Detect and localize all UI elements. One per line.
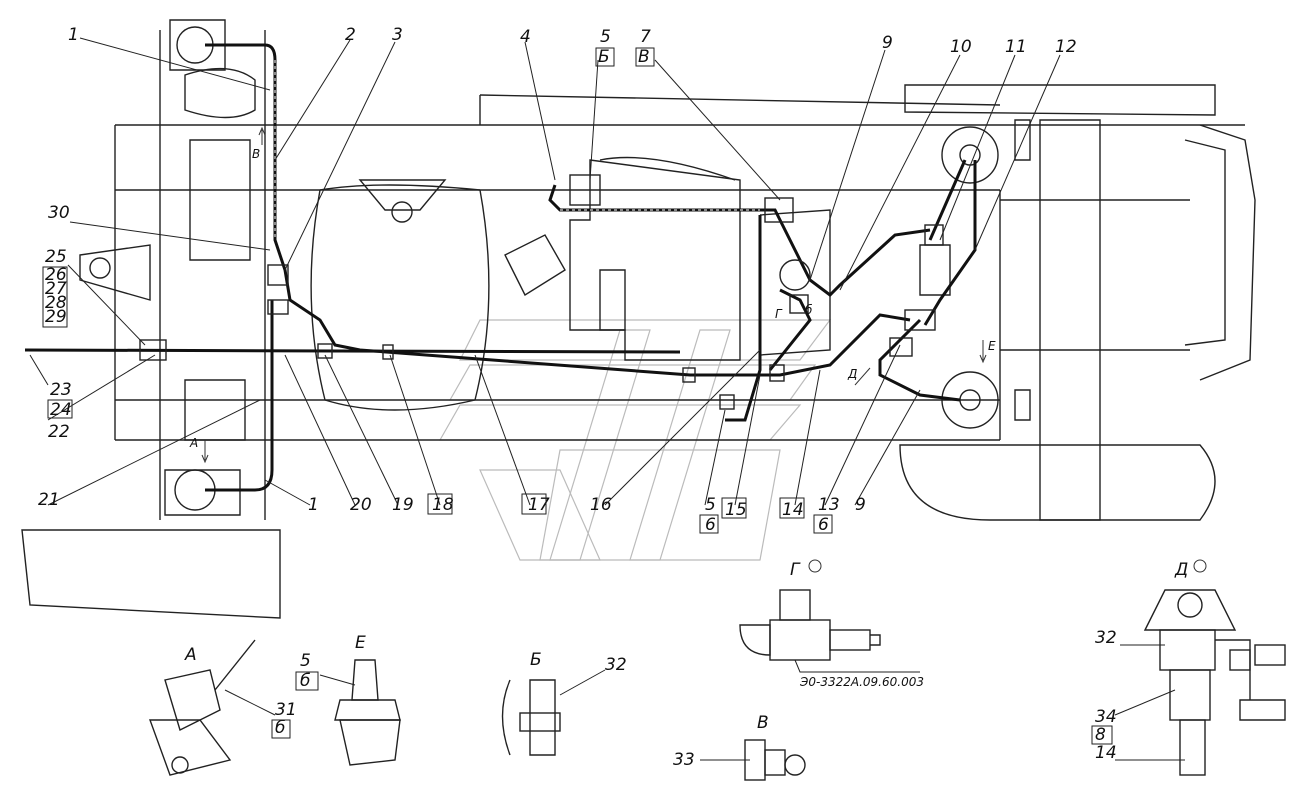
callout-9: 9	[882, 33, 893, 53]
callout-25: 25	[45, 247, 67, 267]
callout-14: 14	[782, 500, 804, 520]
callout-19: 19	[392, 495, 414, 515]
view-d-34: 34	[1095, 707, 1117, 727]
view-v: В 33	[673, 713, 806, 781]
callout-5: 5	[600, 27, 611, 47]
callout-22: 22	[48, 422, 70, 442]
brake-pipes	[24, 43, 977, 492]
marker-d: Д	[847, 367, 857, 381]
callout-6b: 6	[818, 515, 829, 535]
callout-30: 30	[48, 203, 70, 223]
callout-1: 1	[68, 25, 79, 45]
view-g: Г Э0-3322А.09.60.003	[739, 559, 924, 689]
rear-axle	[899, 84, 1216, 521]
marker-a: А	[189, 436, 198, 450]
callout-17: 17	[528, 495, 550, 515]
marker-v: В	[252, 147, 260, 161]
callouts: 1 2 3 4 5 Б 7 В 9 10 11 12 30 25 26 27 2…	[38, 25, 1077, 535]
callout-12: 12	[1055, 37, 1077, 57]
callout-24: 24	[50, 400, 72, 420]
callout-29: 29	[45, 307, 67, 327]
callout-23: 23	[50, 380, 72, 400]
engine-block	[504, 156, 831, 361]
view-d-14: 14	[1095, 743, 1117, 763]
view-e-5: 5	[300, 651, 311, 671]
callout-1b: 1	[308, 495, 319, 515]
callout-7-sub: В	[638, 47, 650, 67]
callout-2: 2	[345, 25, 356, 45]
view-b-title: Б	[530, 650, 542, 670]
view-e: Е 5 б	[295, 633, 401, 766]
callout-13: 13	[818, 495, 840, 515]
view-v-title: В	[757, 713, 769, 733]
marker-e: Е	[988, 339, 996, 353]
view-a-31: 31	[275, 700, 297, 720]
callout-26: 26	[45, 265, 67, 285]
view-g-title: Г	[790, 560, 801, 580]
front-axle	[21, 19, 281, 619]
view-a: А 31 б	[149, 639, 297, 776]
callout-18: 18	[432, 495, 454, 515]
view-e-6: б	[300, 671, 310, 691]
leader-lines	[29, 37, 1061, 506]
callout-28: 28	[45, 293, 67, 313]
view-g-partno: Э0-3322А.09.60.003	[799, 675, 924, 689]
marker-b6: б	[805, 303, 813, 317]
view-b: Б 32	[501, 650, 627, 756]
tank	[310, 179, 490, 411]
callout-27: 27	[45, 279, 67, 299]
view-b-32: 32	[605, 655, 627, 675]
view-a-title: А	[184, 645, 197, 665]
callout-9b: 9	[855, 495, 866, 515]
callout-6a: 6	[705, 515, 716, 535]
callout-4: 4	[520, 27, 531, 47]
view-e-title: Е	[355, 633, 366, 653]
marker-g: Г	[775, 307, 783, 321]
callout-10: 10	[950, 37, 972, 57]
callout-15: 15	[725, 500, 747, 520]
view-a-6: б	[275, 718, 285, 738]
callout-5-sub: Б	[598, 47, 610, 67]
callout-3: 3	[392, 25, 403, 45]
view-d-32: 32	[1095, 628, 1117, 648]
callout-7: 7	[640, 27, 651, 47]
view-d: Д 32 34 8 14	[1091, 559, 1286, 776]
view-d-title: Д	[1174, 560, 1188, 580]
callout-5c: 5	[705, 495, 716, 515]
view-d-8: 8	[1095, 725, 1106, 745]
callout-16: 16	[590, 495, 612, 515]
callout-21: 21	[38, 490, 60, 510]
view-v-33: 33	[673, 750, 695, 770]
chassis-frame	[114, 30, 1256, 520]
direction-markers: В А Г Д Е б	[189, 126, 996, 464]
fittings	[139, 174, 944, 410]
callout-11: 11	[1005, 37, 1027, 57]
callout-20: 20	[350, 495, 372, 515]
